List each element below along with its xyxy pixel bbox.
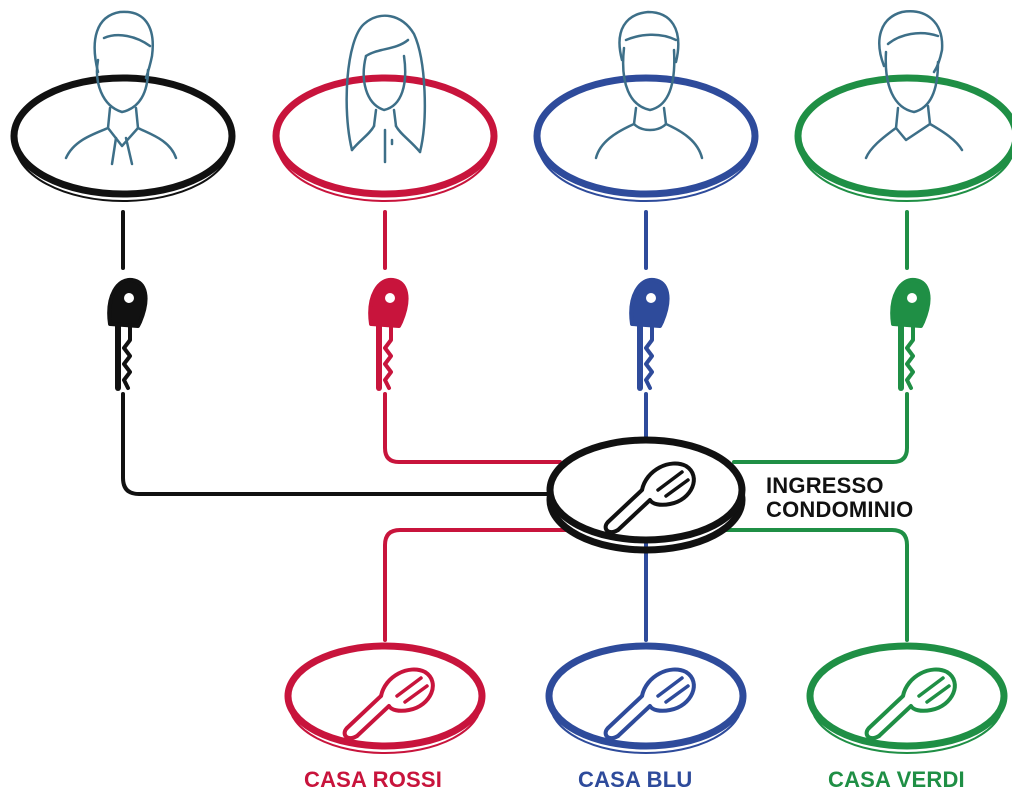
apartment-disc-rossi <box>284 642 486 754</box>
key-icon-black <box>109 280 145 388</box>
apartment-disc-verdi <box>806 642 1008 754</box>
main-entrance-label-line1: INGRESSO <box>766 473 884 498</box>
key-icon-green <box>892 280 928 388</box>
line-green-top <box>732 210 909 464</box>
line-red-bottom <box>383 528 570 642</box>
key-icon-red <box>370 280 406 388</box>
man-wavy-hair-icon <box>864 10 964 160</box>
main-entrance-label-line2: CONDOMINIO <box>766 497 914 522</box>
apartment-label-verdi: CASA VERDI <box>828 767 965 792</box>
person-disc-blue <box>533 74 759 202</box>
line-black <box>121 210 554 496</box>
line-green-bottom <box>724 528 909 642</box>
man-with-scarf-icon <box>64 10 178 166</box>
main-entrance-disc <box>546 436 746 554</box>
apartment-disc-blu <box>545 642 747 754</box>
person-disc-green <box>794 74 1012 202</box>
apartment-label-rossi: CASA ROSSI <box>304 767 443 792</box>
connection-lines <box>121 210 909 642</box>
person-disc-black <box>10 74 236 202</box>
apartment-label-blu: CASA BLU <box>578 767 693 792</box>
main-entrance-label: INGRESSO CONDOMINIO <box>766 474 913 522</box>
man-short-hair-icon <box>594 10 704 160</box>
woman-long-hair-icon <box>345 14 427 164</box>
line-red-top <box>383 210 562 464</box>
key-icon-blue <box>631 280 667 388</box>
